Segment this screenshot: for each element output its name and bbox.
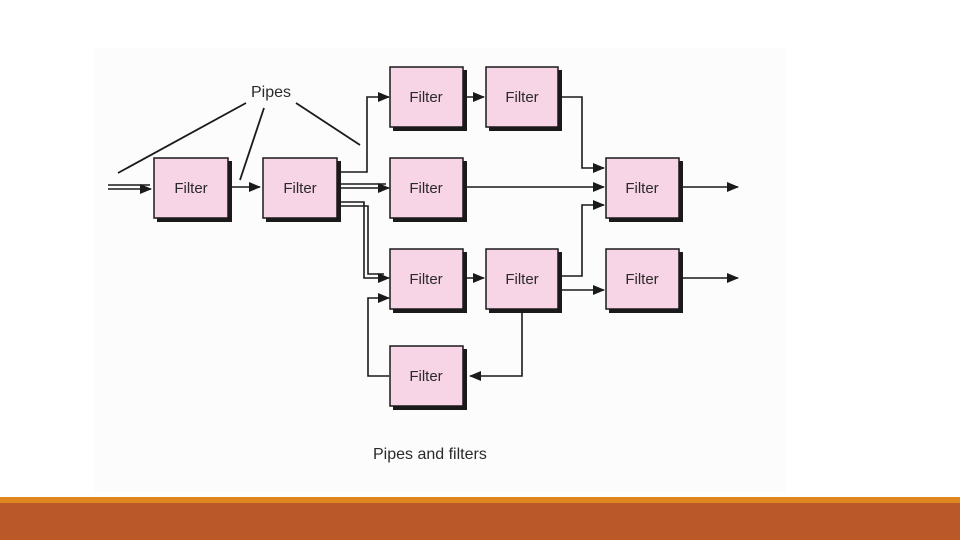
filter-box-2: Filter <box>262 157 341 222</box>
pipe-f2-bottom-b <box>338 205 384 275</box>
pipe-top2-merge <box>560 96 605 173</box>
pipes-callout-label: Pipes <box>251 84 291 101</box>
filter-label: Filter <box>625 271 658 288</box>
pipes-callout-pointers <box>117 102 361 181</box>
filter-box-middle: Filter <box>389 157 467 222</box>
filter-box-top-2: Filter <box>485 66 562 131</box>
pointer-line-middle <box>239 107 265 181</box>
pipe-connections <box>108 92 739 381</box>
filter-box-fourth: Filter <box>485 248 562 313</box>
figure-caption: Pipes and filters <box>373 446 487 463</box>
filter-box-top-1: Filter <box>389 66 467 131</box>
pipe-feedback-loop <box>367 293 390 377</box>
pipe-fourth-feedback <box>469 310 523 381</box>
filter-box-1: Filter <box>153 157 232 222</box>
pointer-line-left <box>117 102 247 174</box>
filter-label: Filter <box>409 271 442 288</box>
filter-label: Filter <box>283 180 316 197</box>
filter-label: Filter <box>505 271 538 288</box>
footer-bar <box>0 503 960 540</box>
filter-label: Filter <box>505 89 538 106</box>
pointer-line-right <box>295 102 361 146</box>
filter-label: Filter <box>174 180 207 197</box>
filter-box-feedback: Filter <box>389 345 467 410</box>
accent-bar <box>0 497 960 503</box>
pipe-fourth-merge <box>560 200 605 277</box>
filter-label: Filter <box>409 368 442 385</box>
pipe-f2-top <box>338 92 390 173</box>
pipe-f2-bottom-a <box>338 201 390 283</box>
filter-box-third: Filter <box>389 248 467 313</box>
filter-label: Filter <box>409 89 442 106</box>
filter-label: Filter <box>625 180 658 197</box>
filter-label: Filter <box>409 180 442 197</box>
filter-box-merge: Filter <box>605 157 683 222</box>
filter-box-lower-right: Filter <box>605 248 683 313</box>
